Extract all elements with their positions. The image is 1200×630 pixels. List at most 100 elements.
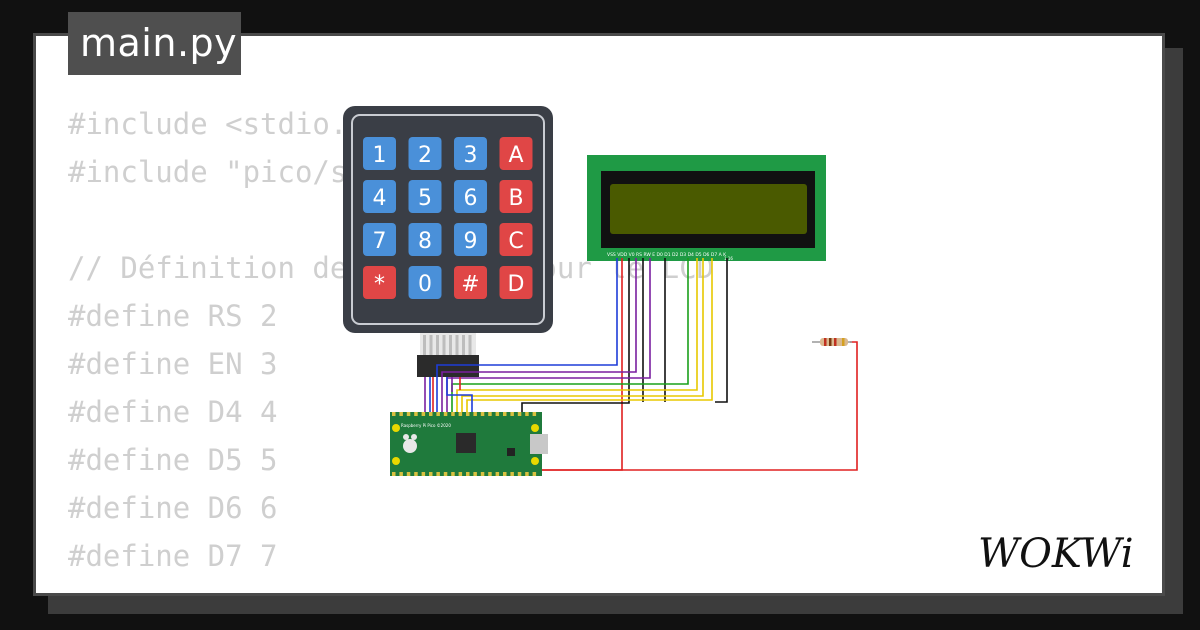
- keypad-key[interactable]: 4: [363, 180, 396, 213]
- keypad-key-label: 8: [418, 229, 432, 254]
- pico-pin: [532, 472, 537, 476]
- keypad-key[interactable]: 7: [363, 223, 396, 256]
- code-line: #define D7 7: [68, 539, 278, 573]
- pico-label: Raspberry Pi Pico ©2020: [401, 423, 451, 428]
- keypad-key[interactable]: 3: [454, 137, 487, 170]
- pico-pin: [458, 472, 463, 476]
- pico-pin: [517, 412, 522, 416]
- keypad-key-face: [408, 266, 442, 299]
- pico-pin: [488, 412, 492, 416]
- pico-pin: [525, 472, 529, 476]
- ribbon-strand: [449, 335, 452, 355]
- lcd-pin-numbers: 1 16: [724, 256, 733, 261]
- keypad-key[interactable]: 9: [454, 223, 487, 256]
- ribbon-strand: [455, 335, 459, 355]
- keypad-key-label: D: [508, 272, 525, 297]
- filename-tab[interactable]: main.py: [68, 12, 241, 75]
- wires: [424, 258, 858, 471]
- resistor[interactable]: [812, 338, 852, 346]
- pico-pin: [510, 412, 514, 416]
- keypad-key[interactable]: #: [454, 266, 487, 299]
- pico-pin: [392, 472, 396, 476]
- keypad-key[interactable]: 8: [408, 223, 442, 256]
- keypad-key[interactable]: 6: [454, 180, 487, 213]
- pico-pin: [443, 412, 448, 416]
- pico-pin: [458, 412, 463, 416]
- keypad-key-label: 3: [464, 143, 478, 168]
- keypad-key[interactable]: 2: [408, 137, 442, 170]
- code-line: #define EN 3: [68, 347, 278, 381]
- code-line: #define D6 6: [68, 491, 278, 525]
- filename-label: main.py: [80, 21, 238, 65]
- pico-pin: [406, 472, 411, 476]
- keypad-key-face: [363, 180, 396, 213]
- pico-pin: [451, 412, 455, 416]
- usb-port: [530, 434, 548, 454]
- keypad-key[interactable]: 0: [408, 266, 442, 299]
- pico-pin: [488, 472, 492, 476]
- keypad-key[interactable]: 5: [408, 180, 442, 213]
- keypad-key[interactable]: B: [499, 180, 533, 213]
- keypad-key-label: C: [508, 229, 523, 254]
- ribbon-strand: [442, 335, 446, 355]
- pico-pin: [399, 472, 403, 476]
- pico-pin: [451, 472, 455, 476]
- keypad-key-label: 9: [464, 229, 478, 254]
- keypad-key-label: 4: [373, 186, 387, 211]
- keypad-key-face: [408, 137, 442, 170]
- lcd-screen: [610, 184, 807, 234]
- pico-pin: [406, 412, 411, 416]
- pico-pin: [414, 412, 418, 416]
- pico-pin: [466, 412, 470, 416]
- keypad-key[interactable]: D: [499, 266, 533, 299]
- keypad-key-label: B: [508, 186, 523, 211]
- keypad-key[interactable]: C: [499, 223, 533, 256]
- keypad-connector: [417, 333, 479, 377]
- keypad-key-label: 6: [464, 186, 478, 211]
- pico-pin: [436, 472, 440, 476]
- keypad-key-label: 2: [418, 143, 432, 168]
- keypad-key-face: [363, 137, 396, 170]
- ribbon-strand: [462, 335, 465, 355]
- keypad-key-face: [454, 180, 487, 213]
- keypad-key-face: [499, 266, 533, 299]
- pico-pin: [473, 412, 477, 416]
- keypad-key-label: 5: [418, 186, 432, 211]
- pico-pin: [480, 472, 485, 476]
- keypad-key-face: [408, 223, 442, 256]
- wokwi-logo: WOKWi: [978, 531, 1134, 575]
- code-line: #define D4 4: [68, 395, 278, 429]
- code-line: #define RS 2: [68, 299, 278, 333]
- lcd-pin-labels: VSS VDD V0 RS RW E D0 D1 D2 D3 D4 D5 D6 …: [607, 252, 727, 258]
- keypad-key-face: [454, 223, 487, 256]
- keypad-key-label: *: [374, 272, 385, 297]
- keypad-key-face: [499, 223, 533, 256]
- keypad-key-face: [454, 137, 487, 170]
- keypad-key[interactable]: 1: [363, 137, 396, 170]
- keypad-key-face: [454, 266, 487, 299]
- keypad-key[interactable]: A: [499, 137, 533, 170]
- lcd-1602[interactable]: VSS VDD V0 RS RW E D0 D1 D2 D3 D4 D5 D6 …: [587, 155, 826, 261]
- pico-pin: [421, 472, 426, 476]
- pico-pin: [503, 472, 507, 476]
- pico-pin: [429, 472, 433, 476]
- pico-pin: [517, 472, 522, 476]
- raspberry-pi-pico[interactable]: Raspberry Pi Pico ©2020: [390, 412, 548, 476]
- rp2040-chip: [456, 433, 476, 453]
- pico-pin: [510, 472, 514, 476]
- keypad-key-label: #: [461, 272, 479, 297]
- pico-pin: [392, 412, 396, 416]
- keypad-key-label: A: [508, 143, 523, 168]
- keypad-key-face: [499, 137, 533, 170]
- preview-card: [33, 33, 1165, 596]
- pico-pin: [436, 412, 440, 416]
- keypad-key-face: [408, 180, 442, 213]
- pico-pin: [503, 412, 507, 416]
- keypad-key-label: 0: [418, 272, 432, 297]
- keypad-key[interactable]: *: [363, 266, 396, 299]
- keypad-key-face: [363, 266, 396, 299]
- pico-pin: [495, 472, 500, 476]
- keypad-key-face: [499, 180, 533, 213]
